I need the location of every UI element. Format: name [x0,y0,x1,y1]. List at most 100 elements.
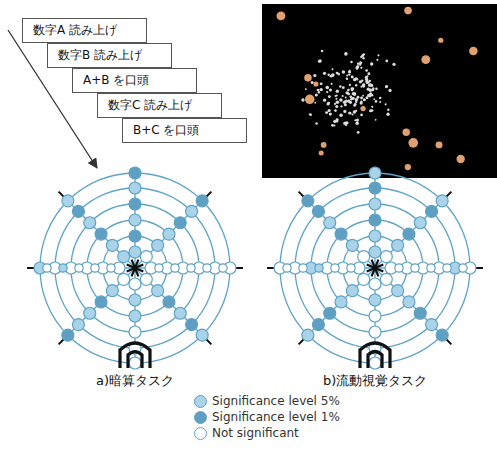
subject-symbol [360,343,390,368]
electrode [107,264,115,272]
legend-row: Significance level 5% [194,394,322,410]
dot [367,72,370,75]
electrode [335,228,347,240]
electrode [369,294,381,306]
dot [361,79,363,81]
dot [357,131,360,134]
ring [71,204,199,332]
dot [305,95,315,105]
dot [354,103,357,106]
dot [385,60,388,63]
electrode [380,251,392,263]
dot [340,105,342,107]
dot [311,81,314,84]
electrode [436,195,448,207]
dot [343,121,346,124]
electrode [358,273,370,285]
legend-swatch [194,395,207,408]
dot [469,47,478,56]
electrode [196,329,208,341]
dot [360,56,362,58]
dot [353,78,356,81]
dot [346,75,348,77]
dot [348,112,351,115]
electrode [369,278,381,290]
dot [330,75,333,78]
electrode [62,195,74,207]
dot [342,86,345,89]
dot [334,109,337,112]
dot [337,73,340,76]
electrode [129,182,141,194]
ring [87,220,183,316]
dot [375,100,378,103]
electrode [129,326,141,338]
dot [392,63,395,66]
electrode [443,264,451,272]
dot [352,113,354,115]
dot [369,89,371,91]
electrode [403,228,415,240]
electrode [324,217,336,229]
electrode [369,198,381,210]
electrode [369,214,381,226]
dot [360,114,363,117]
dot [351,76,354,79]
dot [323,72,326,75]
dot [355,122,359,126]
dot [321,50,324,53]
dot [356,78,358,80]
dot [360,97,363,100]
center-mark [135,265,143,268]
dot [327,102,330,105]
dot [336,90,339,93]
electrode [129,357,141,369]
electrode [186,319,198,331]
spoke [135,268,202,335]
dot [438,38,443,43]
spoke [308,268,375,335]
legend-text: Significance level 5% [212,394,340,408]
dot [353,92,356,95]
dot [351,89,354,92]
legend-row: Significance level 1% [194,410,322,426]
electrode [324,307,336,319]
electrode [72,319,84,331]
dot [329,88,332,91]
dot [353,93,356,96]
electrode [152,239,164,251]
electrode [91,264,99,272]
electrode [129,310,141,322]
dot [365,80,369,84]
dot [319,150,324,155]
dot [379,97,381,99]
dot [315,122,318,125]
flow-stimulus-screen [262,4,497,178]
electrode [403,296,415,308]
dot [363,85,365,87]
dot [343,110,346,113]
dot [345,97,347,99]
dot [360,106,365,111]
dot [318,91,320,93]
dot [319,88,322,91]
dot [371,106,373,108]
dot [350,61,352,63]
dot [323,98,326,101]
ring [103,236,167,300]
dot [362,86,364,88]
dot [310,114,312,116]
dot [371,109,374,112]
dot [360,101,362,103]
dot [342,70,345,73]
step-text: 数字C 読み上げ [108,98,192,112]
electrode [426,319,438,331]
legend-text: Not significant [212,426,299,440]
electrode [129,294,141,306]
electrode [369,310,381,322]
dot [362,95,364,97]
spoke [68,268,135,335]
dot [353,110,356,113]
dot [339,85,342,88]
dot [348,70,351,73]
